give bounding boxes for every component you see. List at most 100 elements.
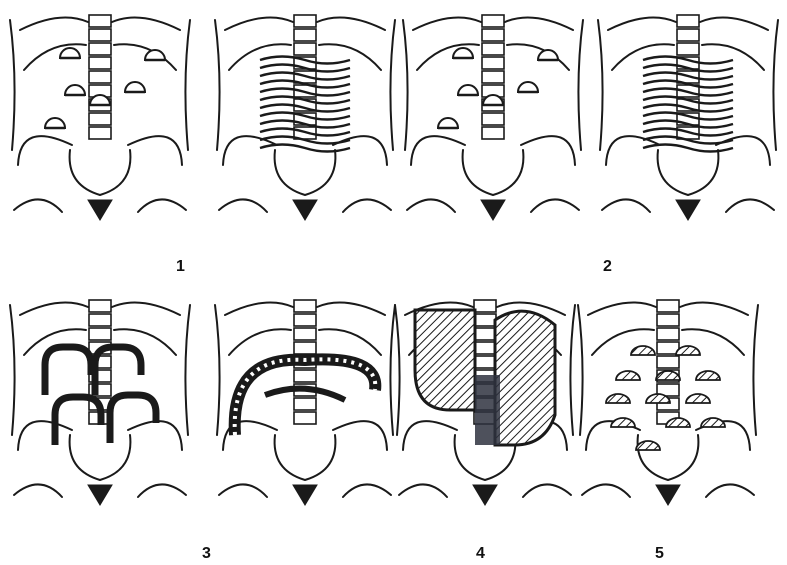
vertebra [89, 127, 111, 139]
spine [89, 15, 111, 139]
iliac-wing-left [606, 136, 660, 165]
pelvic-ring [275, 150, 336, 195]
abdominal-panel-c [403, 15, 583, 220]
vertebra [89, 43, 111, 55]
coccyx [676, 200, 700, 220]
femoral-head-right [726, 199, 774, 212]
femoral-head-left [14, 484, 62, 497]
vertebra [474, 314, 496, 326]
vertebra [474, 328, 496, 340]
torso-outline-right [185, 305, 190, 435]
rib-lower-right [114, 329, 176, 355]
figure-label-1: 1 [176, 258, 185, 276]
torso-outline-left [403, 20, 408, 150]
femoral-head-right [343, 484, 391, 497]
torso-outline-left [598, 20, 603, 150]
femoral-head-left [582, 484, 630, 497]
rib-lower-right [319, 329, 381, 355]
rib-arch-right [317, 303, 385, 316]
torso-outline-left [215, 305, 220, 435]
air-fluid-level [701, 418, 725, 427]
vertebra [89, 57, 111, 69]
dark-mass-left [415, 310, 475, 410]
rib-arch-right [317, 18, 385, 31]
iliac-wing-left [18, 136, 72, 165]
air-fluid-level [611, 418, 635, 427]
femoral-head-right [523, 484, 571, 497]
gas-shadow [45, 118, 65, 128]
pelvic-ring [70, 150, 131, 195]
vertebra [89, 300, 111, 312]
torso-outline-right [390, 20, 395, 150]
torso-outline-left [395, 305, 400, 435]
vertebra [294, 342, 316, 354]
bowel-loop-stripe [260, 145, 350, 152]
torso-outline-left [215, 20, 220, 150]
bowel-loop-stripe [643, 145, 733, 152]
air-fluid-level [636, 441, 660, 450]
figure-label-3: 3 [202, 545, 211, 563]
vertebra [294, 300, 316, 312]
torso-outline-right [390, 305, 395, 435]
abdominal-panel-g [395, 300, 575, 505]
vertebra [89, 113, 111, 125]
vertebra [294, 29, 316, 41]
femoral-head-right [138, 484, 186, 497]
hooked-loop [110, 395, 156, 443]
vertebra [294, 328, 316, 340]
vertebra [89, 328, 111, 340]
coccyx [293, 485, 317, 505]
torso-outline-right [773, 20, 778, 150]
vertebra [89, 29, 111, 41]
rib-arch-left [225, 18, 293, 31]
vertebra [482, 43, 504, 55]
air-fluid-level [606, 394, 630, 403]
rib-arch-left [225, 303, 293, 316]
coccyx [88, 200, 112, 220]
vertebra [482, 57, 504, 69]
rib-arch-right [112, 303, 180, 316]
coccyx [473, 485, 497, 505]
abdominal-panel-e [10, 300, 190, 505]
vertebra [657, 328, 679, 340]
air-fluid-level [616, 371, 640, 380]
vertebra [89, 15, 111, 27]
gas-shadow [125, 82, 145, 92]
vertebra [677, 15, 699, 27]
rib-arch-left [608, 18, 676, 31]
abdominal-panel-h [578, 300, 758, 505]
figure-label-4: 4 [476, 545, 485, 563]
vertebra [657, 356, 679, 368]
spine [482, 15, 504, 139]
vertebra [294, 412, 316, 424]
iliac-wing-left [18, 421, 72, 450]
gas-shadow [453, 48, 473, 58]
femoral-head-right [706, 484, 754, 497]
figure-label-2: 2 [603, 258, 612, 276]
pelvic-ring [70, 435, 131, 480]
torso-outline-right [578, 20, 583, 150]
torso-outline-left [10, 305, 15, 435]
pelvic-ring [463, 150, 524, 195]
rib-arch-right [505, 18, 573, 31]
femoral-head-right [138, 199, 186, 212]
iliac-wing-left [403, 421, 457, 450]
vertebra [474, 356, 496, 368]
iliac-wing-left [411, 136, 465, 165]
femoral-head-left [602, 199, 650, 212]
femoral-head-right [343, 199, 391, 212]
abdominal-panel-d [598, 15, 778, 220]
vertebra [294, 314, 316, 326]
torso-outline-right [185, 20, 190, 150]
spine [657, 300, 679, 424]
vertebra [677, 43, 699, 55]
abdominal-panel-f [215, 300, 395, 505]
air-fluid-level [686, 394, 710, 403]
vertebra [677, 29, 699, 41]
vertebra [657, 300, 679, 312]
vertebra [294, 398, 316, 410]
coccyx [481, 200, 505, 220]
iliac-wing-right [333, 421, 387, 450]
rib-arch-right [112, 18, 180, 31]
